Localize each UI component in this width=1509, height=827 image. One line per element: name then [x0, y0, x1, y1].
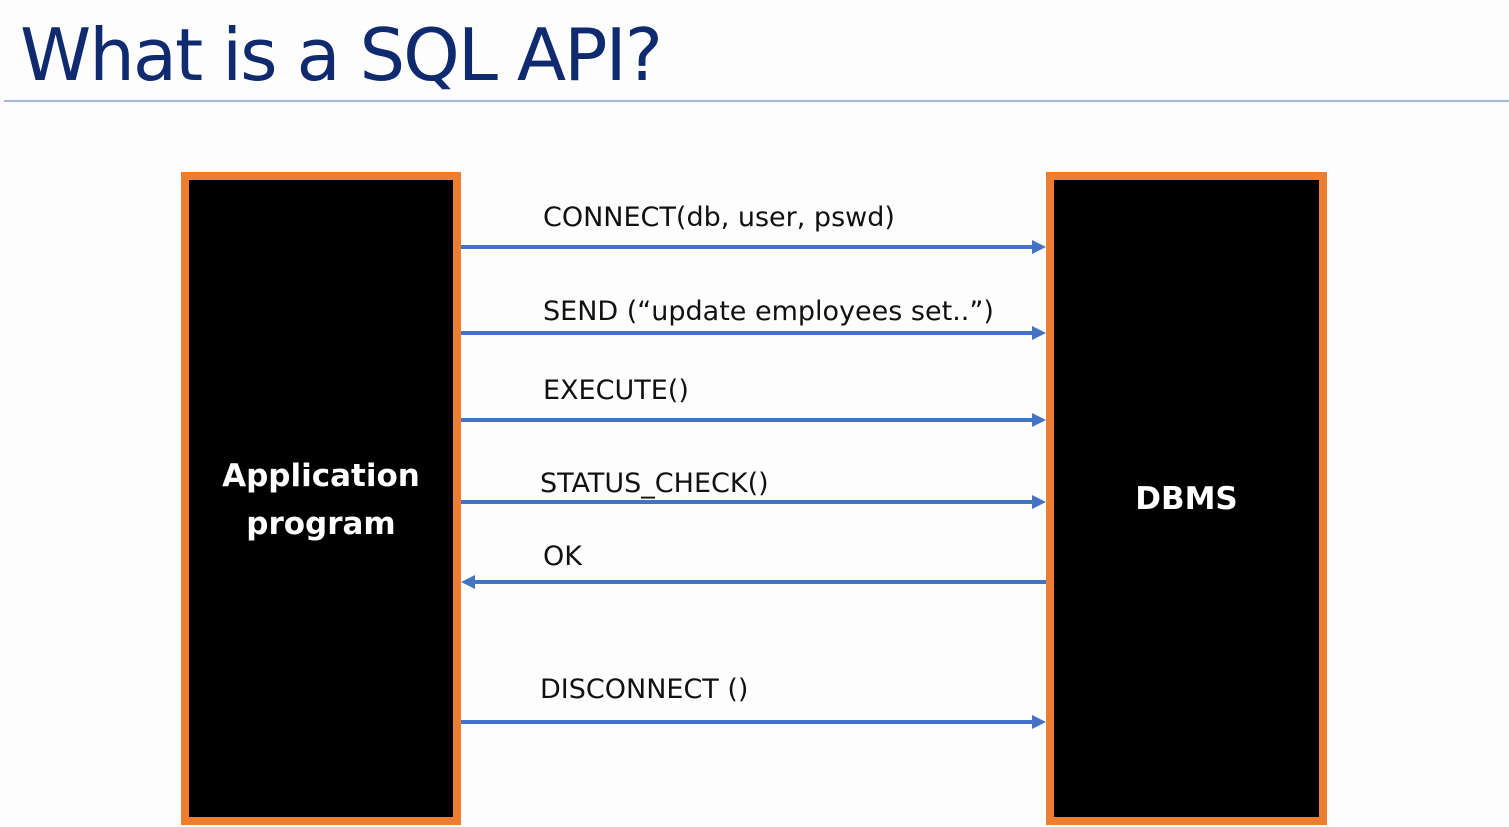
- application-label-line2: program: [246, 505, 396, 542]
- message-label-ok: OK: [543, 541, 582, 572]
- dbms-label: DBMS: [1135, 480, 1238, 517]
- message-label-execute: EXECUTE(): [543, 375, 689, 406]
- message-label-connect: CONNECT(db, user, pswd): [543, 202, 895, 233]
- application-program-box: Application program: [181, 172, 461, 825]
- application-label-line1: Application: [222, 457, 420, 494]
- slide-title: What is a SQL API?: [20, 13, 663, 97]
- dbms-box: DBMS: [1046, 172, 1327, 825]
- arrow-disconnect: [461, 715, 1046, 729]
- message-label-status-check: STATUS_CHECK(): [540, 468, 769, 499]
- message-label-send: SEND (“update employees set..”): [543, 296, 994, 327]
- arrow-connect: [461, 240, 1046, 254]
- arrow-execute: [461, 413, 1046, 427]
- application-program-label: Application program: [221, 452, 421, 548]
- arrow-ok: [461, 575, 1046, 589]
- title-divider: [4, 100, 1509, 102]
- message-label-disconnect: DISCONNECT (): [540, 674, 749, 705]
